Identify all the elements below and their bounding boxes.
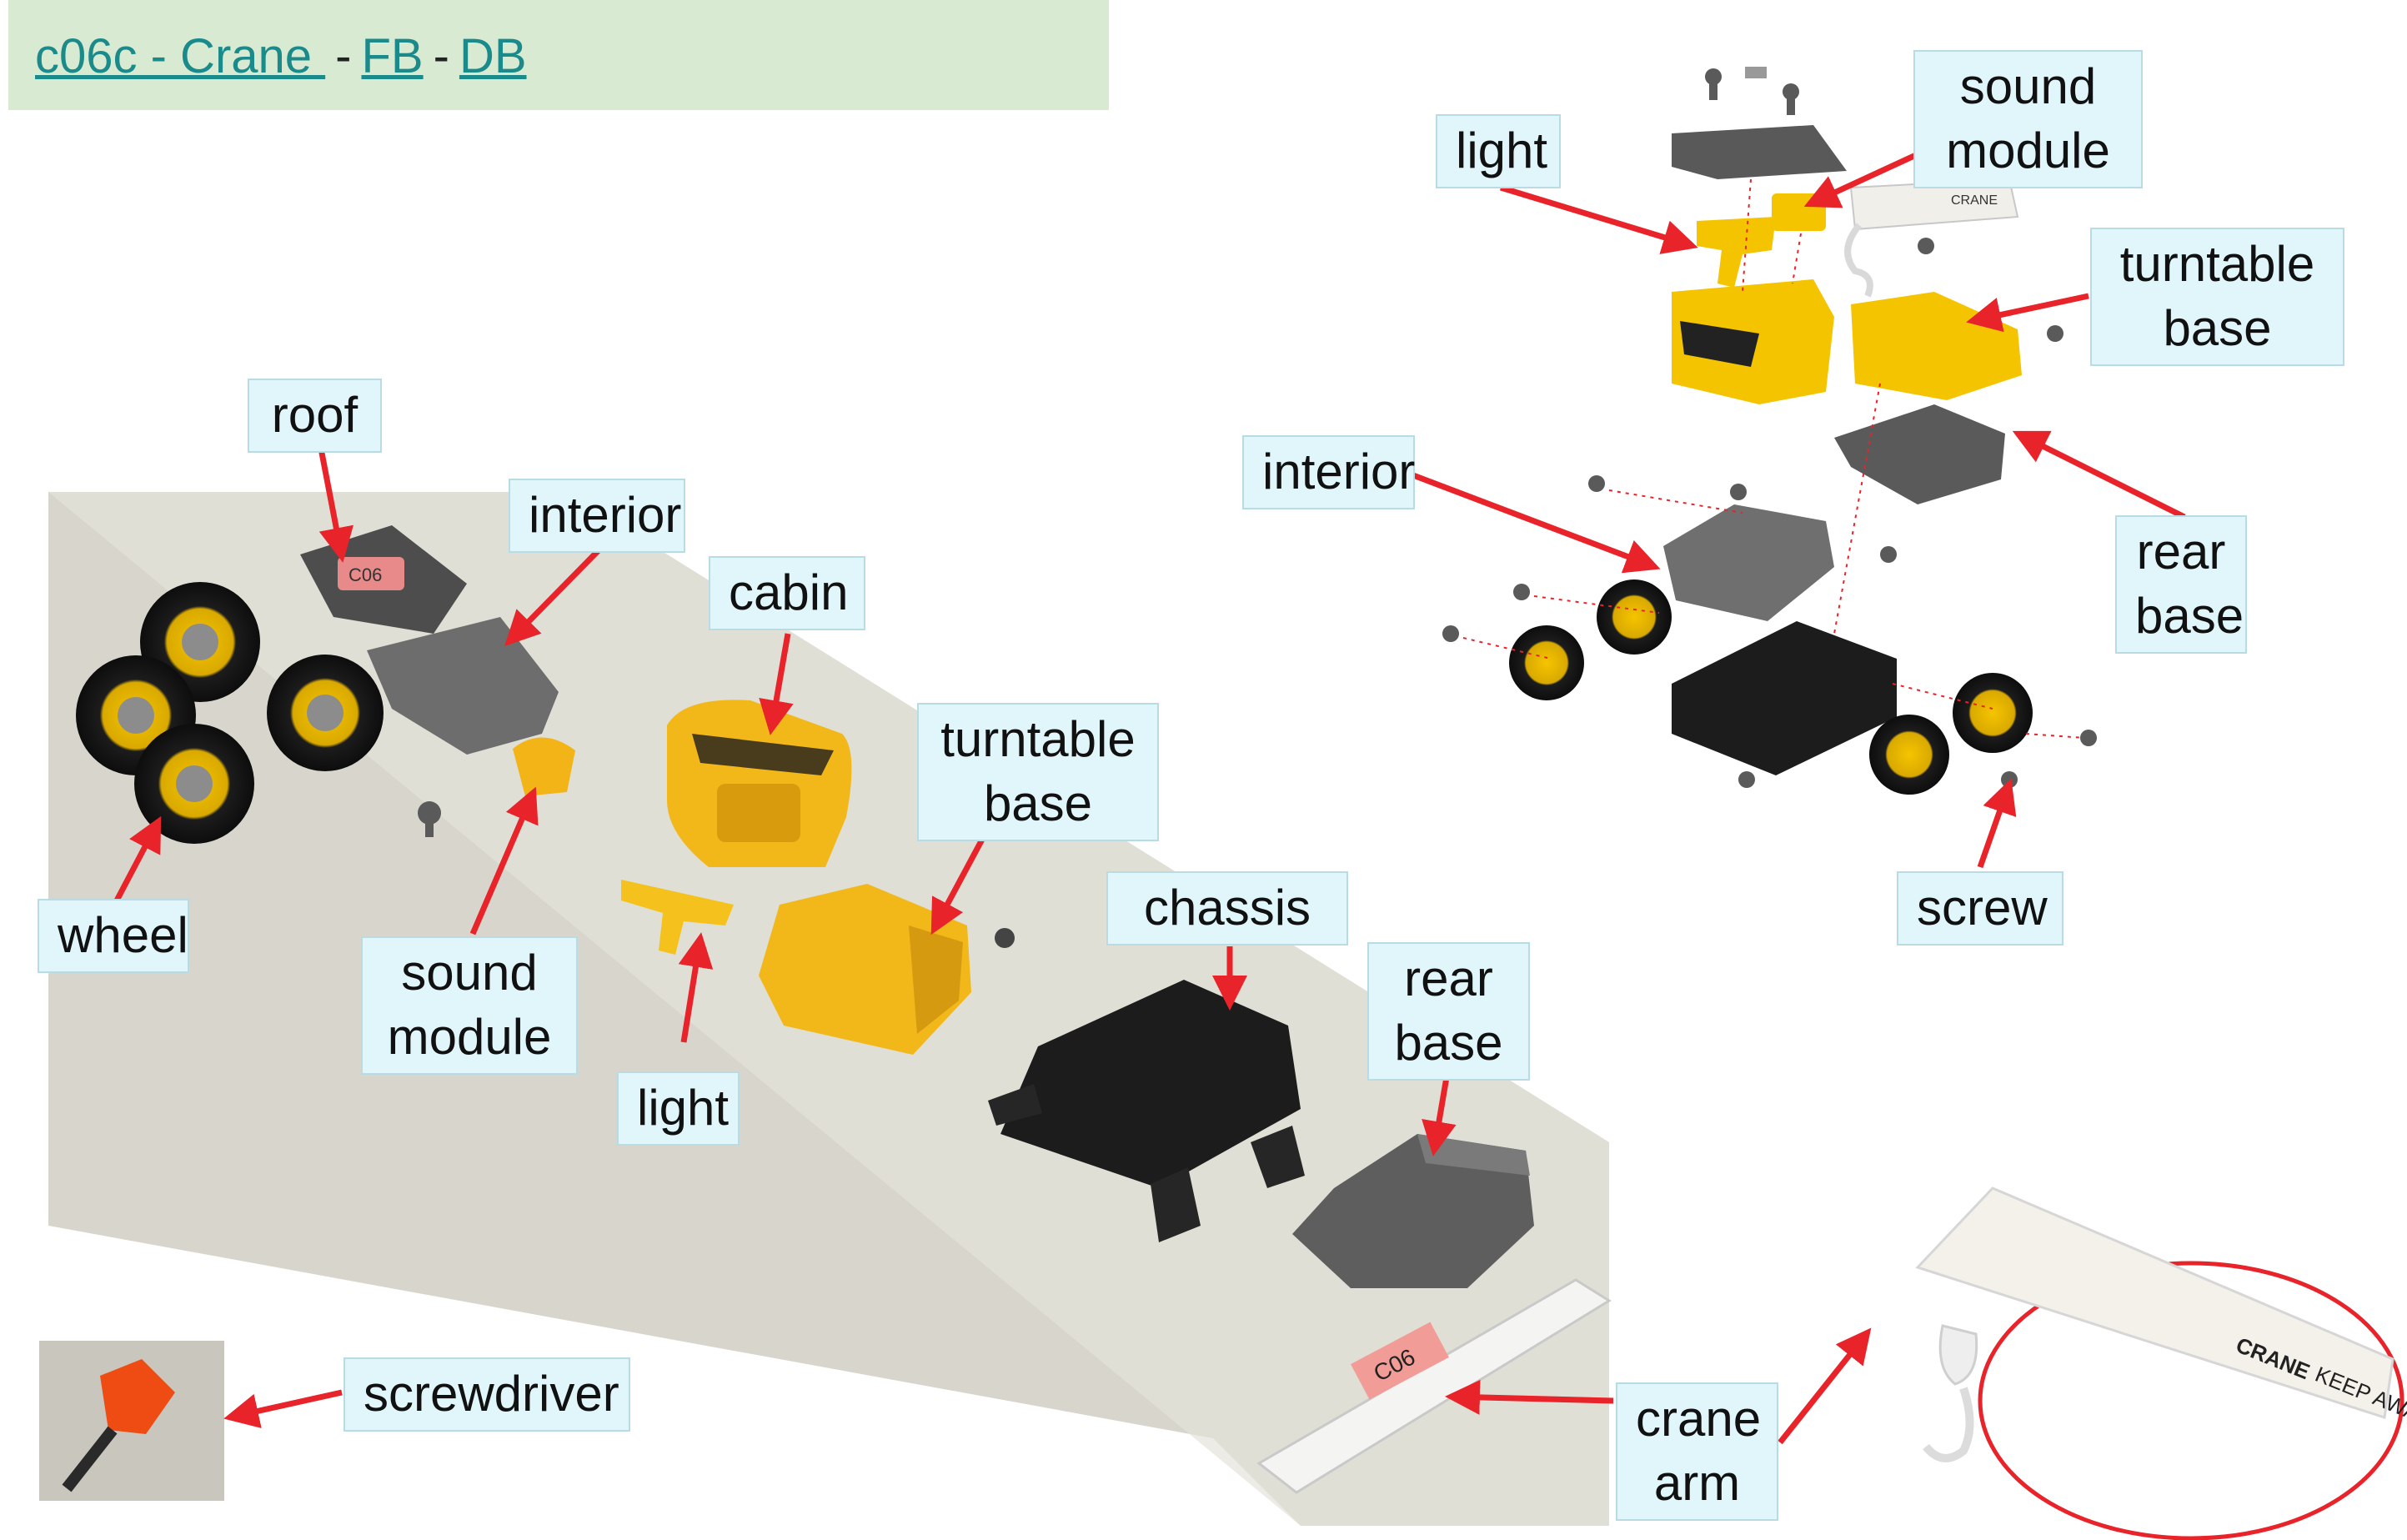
fb-link[interactable]: FB <box>361 29 424 83</box>
label-crane-arm: crane arm <box>1616 1382 1778 1521</box>
label-line: base <box>2163 299 2272 356</box>
label-line: turntable <box>940 711 1136 767</box>
label-line: rear <box>2136 524 2226 579</box>
label-screwdriver-text: screwdriver <box>364 1366 619 1422</box>
screwdriver-photo <box>39 1341 224 1501</box>
label-roof-text: roof <box>271 387 359 443</box>
label-line: module <box>1946 122 2110 178</box>
small-parts-photo <box>418 737 1015 955</box>
label-turntable-left: turntable base <box>917 703 1159 841</box>
label-light-text: light <box>1456 123 1548 178</box>
label-screw-text: screw <box>1917 880 2048 936</box>
label-line: arm <box>1653 1454 1741 1511</box>
label-cabin-text: cabin <box>729 564 849 620</box>
label-line: base <box>2135 587 2244 644</box>
label-rear-right: rear base <box>2115 515 2247 654</box>
label-chassis: chassis <box>1106 871 1348 946</box>
cabin-photo <box>667 700 852 867</box>
label-light-left: light <box>617 1071 740 1146</box>
svg-text:CRANE: CRANE <box>1951 193 1998 208</box>
crane-arm-inset: CRANE KEEP AWAY <box>1915 1186 2407 1540</box>
label-line: sound <box>401 945 538 1001</box>
label-line: turntable <box>2119 236 2315 292</box>
turntable-base-photo <box>759 884 971 1055</box>
label-line: base <box>1394 1014 1503 1071</box>
chassis-photo <box>988 980 1305 1242</box>
label-sound-right: sound module <box>1913 50 2143 188</box>
label-rear-left: rear base <box>1367 942 1530 1081</box>
label-roof: roof <box>248 379 382 453</box>
label-light-text: light <box>637 1080 730 1136</box>
label-interior-text: interior <box>529 487 682 543</box>
label-wheel: wheel <box>38 899 189 973</box>
label-sound-left: sound module <box>361 936 578 1075</box>
callout-arrows <box>113 151 2186 1445</box>
label-line: base <box>983 775 1093 831</box>
label-screw: screw <box>1897 871 2064 946</box>
svg-text:C06: C06 <box>349 564 382 585</box>
header-bar: c06c - Crane -FB-DB <box>8 0 1109 110</box>
label-interior-left: interior <box>509 479 685 553</box>
wheels-photo <box>76 582 384 844</box>
db-link[interactable]: DB <box>459 29 527 83</box>
label-screwdriver: screwdriver <box>343 1357 630 1432</box>
label-light-right: light <box>1436 114 1561 188</box>
crane-arm-photo: C06 <box>1256 1278 1612 1494</box>
label-interior-text: interior <box>1262 444 1416 499</box>
label-wheel-text: wheel <box>58 907 188 963</box>
label-chassis-text: chassis <box>1143 880 1311 936</box>
label-line: rear <box>1404 951 1493 1006</box>
label-line: sound <box>1959 58 2097 114</box>
header-separator: - <box>335 29 352 83</box>
header-separator: - <box>433 29 449 83</box>
title-link[interactable]: c06c - Crane <box>35 29 326 83</box>
label-turntable-right: turntable base <box>2090 228 2344 366</box>
label-line: module <box>387 1008 552 1065</box>
label-line: crane <box>1636 1391 1762 1447</box>
label-cabin: cabin <box>709 556 865 630</box>
exploded-diagram: CRANE <box>1442 67 2097 795</box>
label-interior-right: interior <box>1242 435 1415 509</box>
